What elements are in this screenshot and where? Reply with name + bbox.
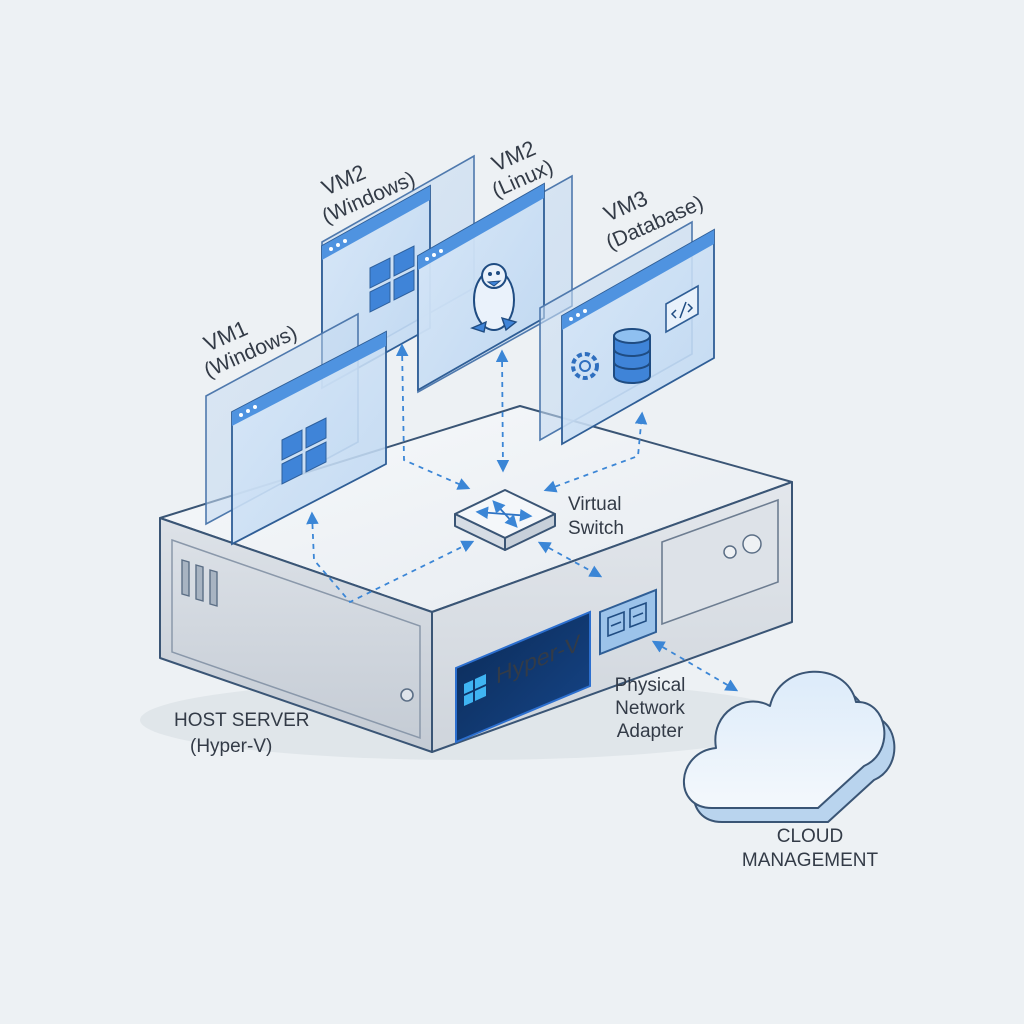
server-left-bezel <box>171 538 421 740</box>
connector-vm3-switch <box>543 411 648 493</box>
adapter-card <box>599 588 657 656</box>
vm-titlebar <box>418 184 544 270</box>
indicator-dial-icon <box>742 534 762 554</box>
database-icon <box>613 328 651 384</box>
virtual-switch <box>454 489 556 551</box>
window-dots-icon <box>239 405 257 417</box>
window-dots-icon <box>329 239 347 251</box>
windows-logo-icon <box>369 245 415 313</box>
power-button-icon <box>400 688 414 702</box>
connector-switch-adapter <box>537 541 603 578</box>
adapter-label-line2: Network <box>615 698 685 719</box>
virtual-switch-label-line1: Virtual <box>568 494 622 515</box>
virtual-switch-label-line2: Switch <box>568 518 624 539</box>
physical-network-adapter <box>599 588 657 656</box>
cloud-front <box>683 670 886 809</box>
cloud-label-line2: MANAGEMENT <box>742 850 879 871</box>
window-dots-icon <box>569 309 587 321</box>
connector-vm1-switch <box>306 511 475 604</box>
drive-bay <box>661 498 779 626</box>
vm-titlebar <box>232 332 386 426</box>
vm-panel-vm1-windows <box>205 312 387 546</box>
vm-titlebar <box>322 186 430 260</box>
indicator-light-icon <box>723 545 737 559</box>
adapter-label-line1: Physical <box>615 675 686 696</box>
cloud-icon <box>683 670 896 823</box>
cloud-label-line1: CLOUD <box>777 826 844 847</box>
windows-logo-icon <box>281 417 327 485</box>
switch-arrows-icon <box>475 500 533 528</box>
linux-penguin-icon <box>470 263 518 333</box>
adapter-label-line3: Adapter <box>617 721 684 742</box>
window-dots-icon <box>425 249 443 261</box>
hyperv-badge-panel <box>455 610 591 744</box>
network-port-icon <box>607 601 647 638</box>
vm-panel-vm3-database <box>539 220 715 446</box>
vent-slots <box>181 559 218 607</box>
connector-vm2-windows-switch <box>395 343 471 490</box>
switch-right <box>504 513 556 551</box>
vm-titlebar <box>562 230 714 330</box>
connectors <box>306 343 739 692</box>
host-server-label-line2: (Hyper-V) <box>190 736 272 757</box>
gear-icon <box>571 352 599 380</box>
host-server-label-line1: HOST SERVER <box>174 710 310 731</box>
code-window-icon <box>665 284 699 334</box>
windows-logo-icon <box>464 674 486 706</box>
